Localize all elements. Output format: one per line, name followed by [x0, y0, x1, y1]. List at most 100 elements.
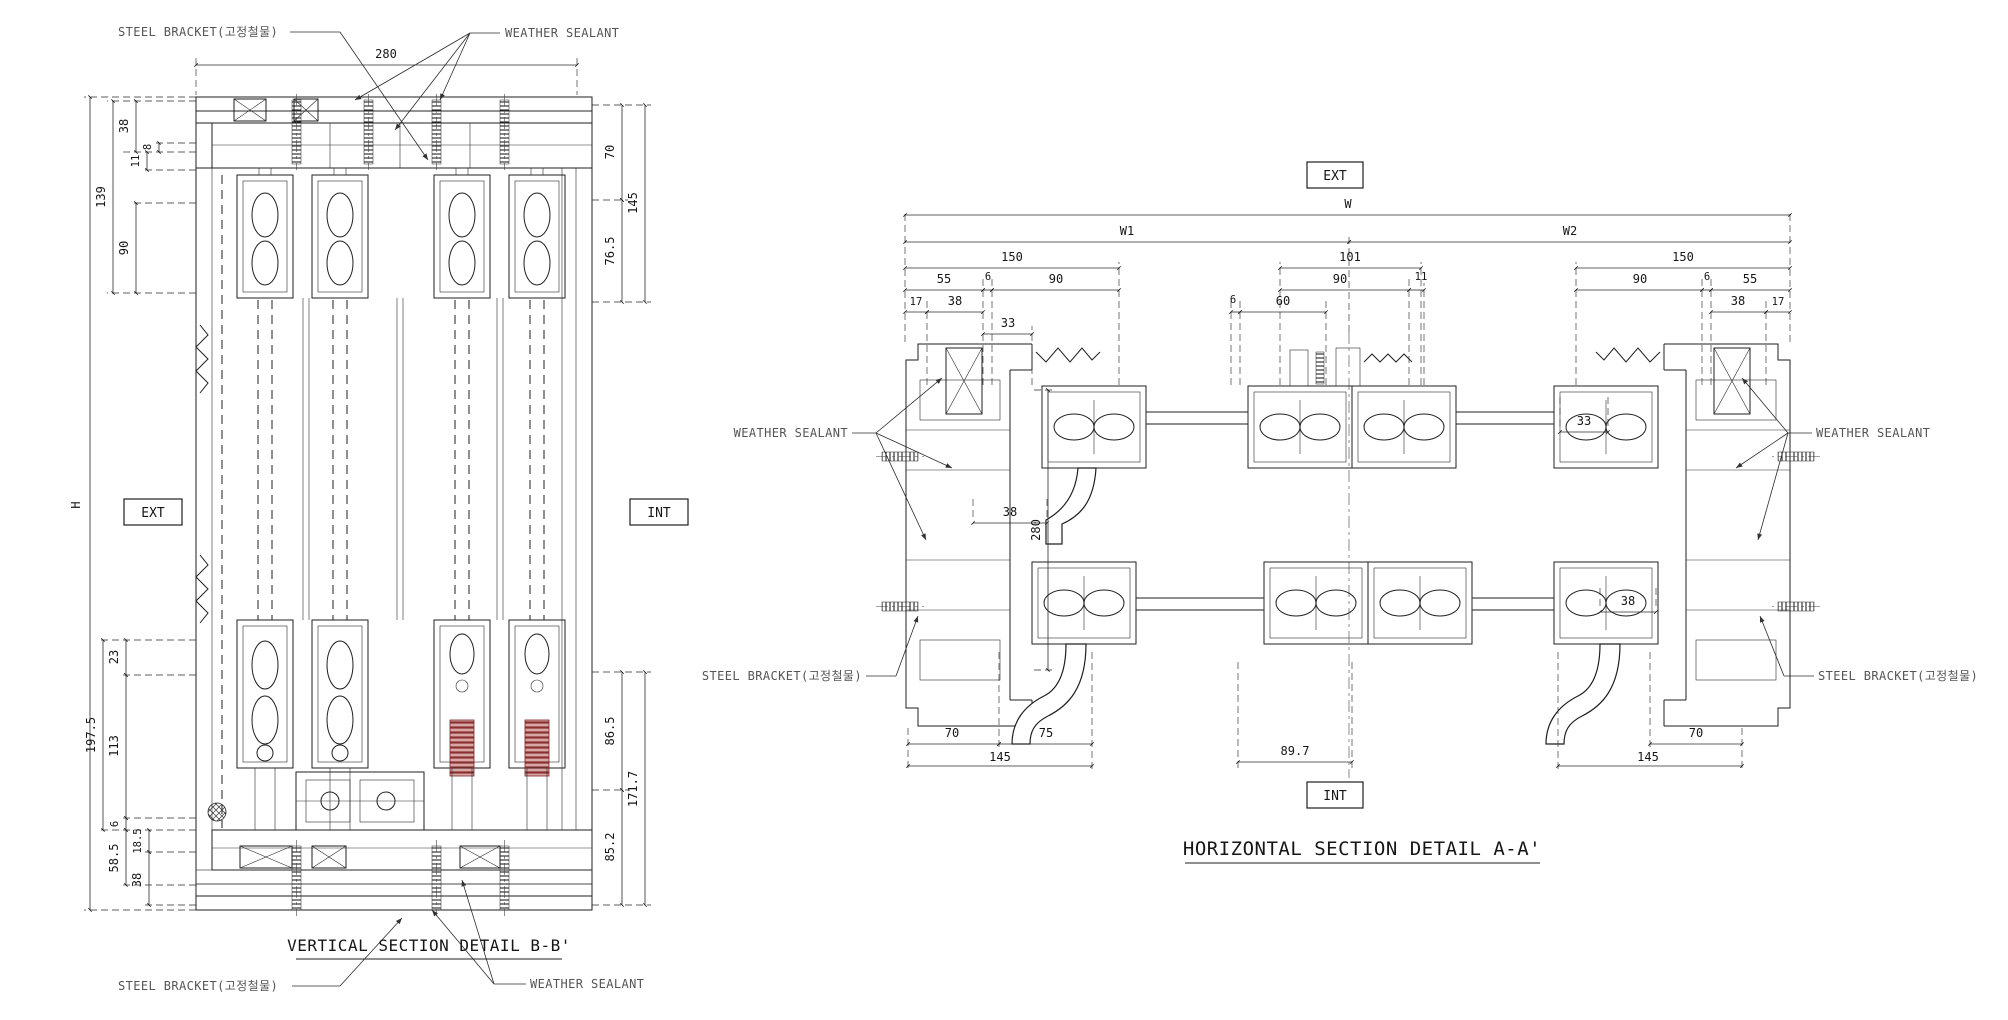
vs-dim-top: 280 — [194, 47, 579, 95]
hs-right-jamb — [1595, 343, 1821, 727]
dim-label: 58.5 — [107, 844, 121, 873]
horizontal-section-title: HORIZONTAL SECTION DETAIL A-A' — [1183, 838, 1541, 860]
hs-sashes-lower — [1011, 561, 1659, 745]
dim-label: 55 — [937, 272, 951, 286]
dim-label: 86.5 — [603, 717, 617, 746]
steel-bracket-label: STEEL BRACKET(고정철물) — [118, 979, 278, 993]
weather-sealant-label: WEATHER SEALANT — [505, 26, 619, 40]
dim-label: 70 — [1689, 726, 1703, 740]
hs-dims-top: W W1 W2 150 55 6 90 17 38 33 101 90 11 6… — [903, 197, 1792, 385]
weather-sealant-label: WEATHER SEALANT — [530, 977, 644, 991]
dim-label: 11 — [130, 155, 142, 168]
steel-bracket-label: STEEL BRACKET(고정철물) — [1818, 669, 1978, 683]
hs-leader-weather-sealant-right: WEATHER SEALANT — [1735, 377, 1930, 541]
int-label: INT — [647, 506, 671, 521]
hs-leader-steel-bracket-right: STEEL BRACKET(고정철물) — [1759, 615, 1978, 683]
hs-sashes-upper — [1041, 347, 1659, 545]
steel-bracket-label: STEEL BRACKET(고정철물) — [118, 25, 278, 39]
dim-label: 17 — [910, 296, 923, 308]
dim-label: 38 — [130, 873, 144, 887]
dim-label: 6 — [109, 821, 121, 827]
dim-label: 38 — [1731, 294, 1745, 308]
dim-label: 90 — [117, 241, 131, 255]
vs-int-badge: INT — [629, 498, 689, 526]
vs-frame-head — [195, 93, 593, 171]
dim-label: 150 — [1672, 250, 1694, 264]
dim-label: 113 — [107, 735, 121, 757]
dim-label: 145 — [1637, 750, 1659, 764]
vertical-section-title: VERTICAL SECTION DETAIL B-B' — [287, 936, 571, 955]
dim-label: 38 — [117, 119, 131, 133]
vs-title: VERTICAL SECTION DETAIL B-B' — [287, 936, 571, 960]
vs-sashes — [236, 167, 566, 831]
vs-dims-right: 70 76.5 145 86.5 85.2 171.7 — [592, 103, 651, 907]
vs-leader-weather-sealant-top: WEATHER SEALANT — [354, 26, 619, 131]
dim-label: 150 — [1001, 250, 1023, 264]
dim-label: 75 — [1039, 726, 1053, 740]
hs-handle-hook-upper — [1045, 467, 1097, 545]
dim-label: 90 — [1333, 272, 1347, 286]
dim-label: 76.5 — [603, 237, 617, 266]
dim-label: 6 — [1230, 294, 1236, 306]
hs-leader-weather-sealant-left: WEATHER SEALANT — [734, 377, 953, 541]
dim-label: 11 — [1415, 271, 1428, 283]
dim-label: 89.7 — [1281, 744, 1310, 758]
hs-leader-steel-bracket-left: STEEL BRACKET(고정철물) — [702, 615, 919, 683]
vs-center-lock-detail — [207, 771, 425, 831]
horizontal-section-drawing: W W1 W2 150 55 6 90 17 38 33 101 90 11 6… — [702, 161, 1978, 864]
hs-ext-badge: EXT — [1306, 161, 1364, 189]
dim-label-H: H — [69, 501, 83, 508]
dim-label: 8 — [142, 144, 154, 150]
dim-label: 18.5 — [132, 828, 144, 853]
dim-label: 6 — [1704, 271, 1710, 283]
hs-title: HORIZONTAL SECTION DETAIL A-A' — [1183, 838, 1541, 864]
dim-label: 101 — [1339, 250, 1361, 264]
dim-label: 139 — [94, 186, 108, 208]
dim-label-W1: W1 — [1120, 224, 1134, 238]
dim-label: 90 — [1633, 272, 1647, 286]
steel-bracket-label: STEEL BRACKET(고정철물) — [702, 669, 862, 683]
red-roller-block — [508, 619, 566, 777]
dim-label: 70 — [603, 145, 617, 159]
dim-label: 60 — [1276, 294, 1290, 308]
dim-label-W2: W2 — [1563, 224, 1577, 238]
vs-frame-sill — [195, 829, 593, 917]
vs-leader-steel-bracket-top: STEEL BRACKET(고정철물) — [118, 25, 429, 161]
dim-label: 197.5 — [84, 717, 98, 753]
vs-ext-badge: EXT — [123, 498, 183, 526]
dim-label: 171.7 — [626, 771, 640, 807]
hs-dims-bottom: 70 75 145 89.7 70 145 — [906, 652, 1744, 772]
dim-label: 145 — [626, 192, 640, 214]
dim-label: 145 — [989, 750, 1011, 764]
vertical-section-drawing: 280 H 139 38 8 11 90 197.5 23 113 6 18.5… — [69, 25, 689, 993]
dim-label: 38 — [1003, 505, 1017, 519]
dim-label: 33 — [1577, 414, 1591, 428]
ext-label: EXT — [1323, 169, 1347, 184]
vs-leader-weather-sealant-bottom: WEATHER SEALANT — [431, 879, 644, 991]
dim-label: 90 — [1049, 272, 1063, 286]
weather-sealant-label: WEATHER SEALANT — [1816, 426, 1930, 440]
dim-label-W: W — [1344, 197, 1352, 211]
dim-label: 70 — [945, 726, 959, 740]
dim-label: 280 — [375, 47, 397, 61]
dim-label: 38 — [948, 294, 962, 308]
dim-label: 33 — [1001, 316, 1015, 330]
hs-drain-hook-lower-right — [1545, 643, 1621, 745]
int-label: INT — [1323, 789, 1347, 804]
dim-label: 85.2 — [603, 833, 617, 862]
dim-label-depth: 280 — [1029, 519, 1043, 541]
vs-leader-steel-bracket-bottom: STEEL BRACKET(고정철물) — [118, 917, 403, 993]
vs-frame-sides — [195, 97, 593, 910]
vs-dims-left: H 139 38 8 11 90 197.5 23 113 6 18.5 58.… — [69, 95, 196, 912]
red-roller-block — [433, 619, 491, 777]
hs-int-badge: INT — [1306, 781, 1364, 809]
ext-label: EXT — [141, 506, 165, 521]
dim-label: 38 — [1621, 594, 1635, 608]
dim-label: 23 — [107, 650, 121, 664]
dim-label: 6 — [985, 271, 991, 283]
weather-sealant-label: WEATHER SEALANT — [734, 426, 848, 440]
hs-dims-inner: 33 38 38 280 — [971, 388, 1658, 672]
dim-label: 17 — [1772, 296, 1785, 308]
